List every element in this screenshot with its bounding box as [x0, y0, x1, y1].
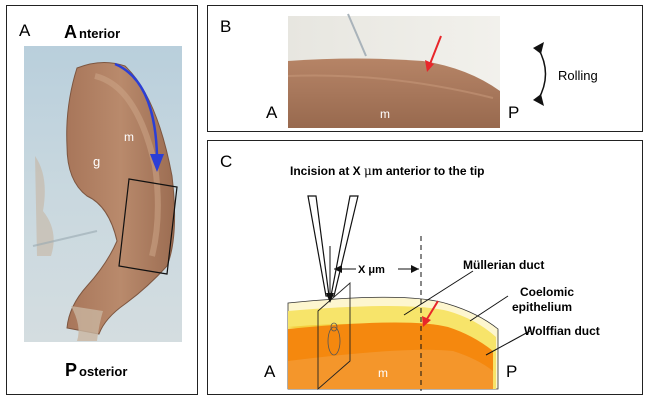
incision-title: Incision at X μm anterior to the tip — [290, 164, 485, 178]
panel-a: A A nterior m g P osterior — [6, 5, 198, 395]
duct-tip-arrow — [426, 300, 439, 320]
rolling-arrow-head-top — [533, 42, 544, 54]
tissue-band — [287, 74, 494, 99]
label-mesonephros: m — [380, 107, 390, 121]
anterior-label-initial: A — [64, 22, 77, 42]
rolling-arrow-head — [150, 154, 164, 172]
rolling-arrow-head-bottom — [533, 94, 544, 106]
posterior-label-rest: osterior — [79, 364, 127, 379]
panel-a-figure: A A nterior m g P osterior — [19, 21, 182, 380]
tissue-debris — [35, 156, 54, 256]
panel-c-figure: C Incision at X μm anterior to the tip X… — [220, 152, 600, 391]
mullerian-duct-label: Müllerian duct — [463, 258, 544, 272]
anterior-label: A — [264, 362, 276, 381]
anterior-label: A — [266, 103, 278, 122]
duct-cross-section — [327, 326, 341, 356]
label-mesonephros: m — [124, 130, 134, 144]
mullerian-pointer — [403, 270, 474, 316]
coelomic-label-line1: Coelomic — [520, 285, 574, 299]
duct-tip-arrow — [429, 35, 442, 65]
distance-label: X μm — [358, 264, 385, 276]
knife-blade-left — [307, 195, 330, 297]
distance-arrow-right — [411, 265, 419, 273]
panel-c-letter: C — [220, 152, 232, 171]
anterior-label-rest: nterior — [79, 26, 120, 41]
knife-blade-right — [330, 195, 359, 297]
posterior-label-initial: P — [65, 360, 77, 380]
needle — [347, 13, 367, 57]
needle-shadow — [32, 230, 98, 247]
posterior-label: P — [508, 103, 519, 122]
distance-arrow-left — [334, 265, 342, 273]
posterior-label: P — [506, 362, 517, 381]
label-gonad: g — [93, 154, 100, 169]
panel-b-letter: B — [220, 17, 231, 36]
panel-c: C Incision at X μm anterior to the tip X… — [207, 140, 643, 395]
duct-tip-arrow-head — [422, 316, 431, 327]
rolling-label: Rolling — [558, 68, 598, 83]
wolffian-duct-label: Wolffian duct — [524, 324, 600, 338]
coelomic-label-line2: epithelium — [512, 300, 572, 314]
distance-label-bg — [356, 261, 398, 277]
panel-b: B A m P Rolling — [207, 5, 643, 132]
incision-plane — [317, 282, 351, 390]
wolffian-duct-layer — [288, 349, 493, 389]
coelomic-pointer — [469, 295, 509, 322]
wolffian-pointer — [485, 330, 531, 356]
incision-marker-arrow — [326, 293, 334, 303]
region-box — [118, 178, 178, 275]
tissue-tail — [71, 306, 103, 341]
label-mesonephros: m — [378, 366, 388, 380]
rolling-arrow — [537, 47, 547, 101]
duct-lumen — [330, 322, 338, 332]
duct-tip-arrow-head — [425, 60, 434, 72]
rolling-direction-arrow — [114, 62, 159, 157]
panel-b-figure: B A m P Rolling — [220, 13, 598, 128]
panel-a-letter: A — [19, 21, 31, 40]
